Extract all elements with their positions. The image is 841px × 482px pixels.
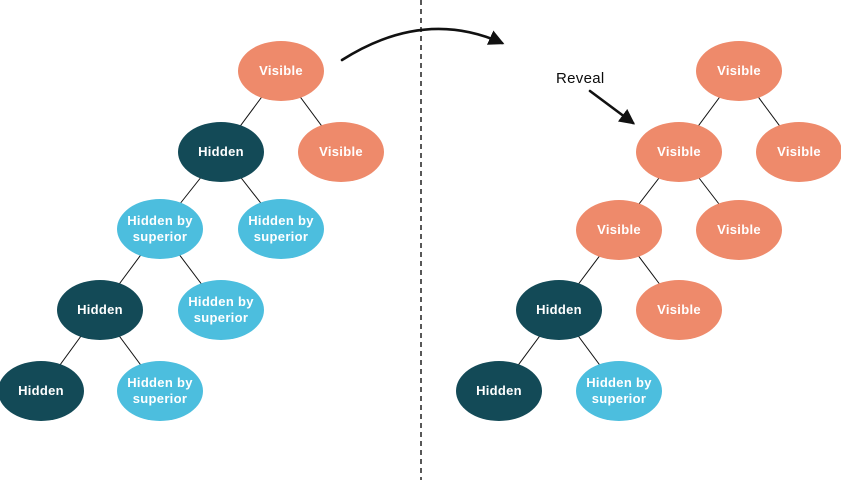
tree-node-hidden-by-superior: Hidden by superior [238,199,324,259]
reveal-label: Reveal [556,70,605,87]
tree-node-visible: Visible [696,41,782,101]
tree-node-hidden: Hidden [178,122,264,182]
tree-node-hidden-by-superior: Hidden by superior [117,199,203,259]
tree-node-visible: Visible [238,41,324,101]
tree-node-visible: Visible [756,122,841,182]
tree-node-visible: Visible [298,122,384,182]
tree-node-visible: Visible [576,200,662,260]
tree-node-hidden: Hidden [516,280,602,340]
tree-node-visible: Visible [696,200,782,260]
tree-node-hidden: Hidden [0,361,84,421]
tree-node-hidden: Hidden [57,280,143,340]
tree-node-hidden-by-superior: Hidden by superior [117,361,203,421]
tree-node-visible: Visible [636,122,722,182]
tree-node-hidden-by-superior: Hidden by superior [576,361,662,421]
tree-node-hidden: Hidden [456,361,542,421]
tree-node-hidden-by-superior: Hidden by superior [178,280,264,340]
reveal-arrow-icon [588,89,636,125]
transform-arrow-icon [340,27,505,62]
tree-node-visible: Visible [636,280,722,340]
